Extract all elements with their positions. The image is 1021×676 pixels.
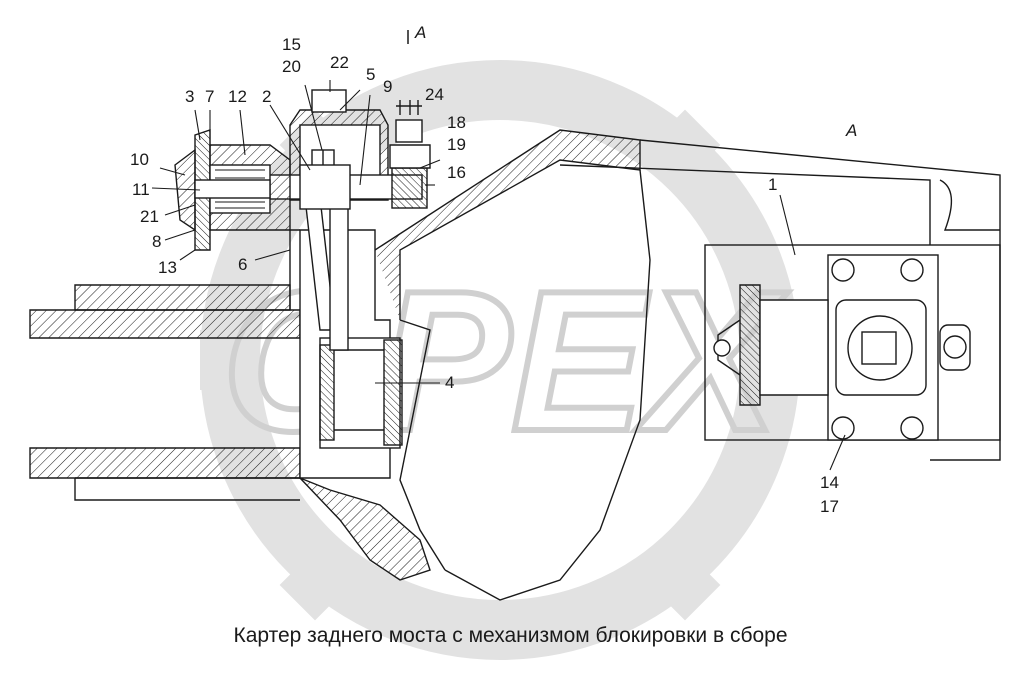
callout-2: 2	[262, 87, 271, 106]
callout-19: 19	[447, 135, 466, 154]
callout-13: 13	[158, 258, 177, 277]
bushing	[319, 337, 403, 449]
section-mark-label: A	[414, 23, 426, 42]
callout-5: 5	[366, 65, 375, 84]
section-mark: A	[407, 23, 426, 44]
callout-3: 3	[185, 87, 194, 106]
view-label: A	[845, 121, 857, 140]
callout-21: 21	[140, 207, 159, 226]
callout-4: 4	[445, 373, 454, 392]
callout-1: 1	[768, 175, 777, 194]
callout-15: 15	[282, 35, 301, 54]
callout-17: 17	[820, 497, 839, 516]
callout-12: 12	[228, 87, 247, 106]
lock-mechanism	[704, 244, 1001, 441]
callout-16: 16	[447, 163, 466, 182]
callout-18: 18	[447, 113, 466, 132]
sensor	[389, 100, 431, 169]
pneumatic-chamber	[174, 129, 291, 251]
callout-10: 10	[130, 150, 149, 169]
callout-9: 9	[383, 77, 392, 96]
callout-14: 14	[820, 473, 839, 492]
callout-8: 8	[152, 232, 161, 251]
callout-7: 7	[205, 87, 214, 106]
callout-11: 11	[132, 180, 150, 199]
leader-lines	[151, 80, 846, 471]
callouts: 1 15 20 22 5 9 3 7 12 2 24 18 19 16 10 1…	[130, 35, 839, 516]
callout-6: 6	[238, 255, 247, 274]
callout-20: 20	[282, 57, 301, 76]
figure-caption: Картер заднего моста с механизмом блокир…	[233, 624, 788, 647]
callout-22: 22	[330, 53, 349, 72]
callout-24: 24	[425, 85, 444, 104]
